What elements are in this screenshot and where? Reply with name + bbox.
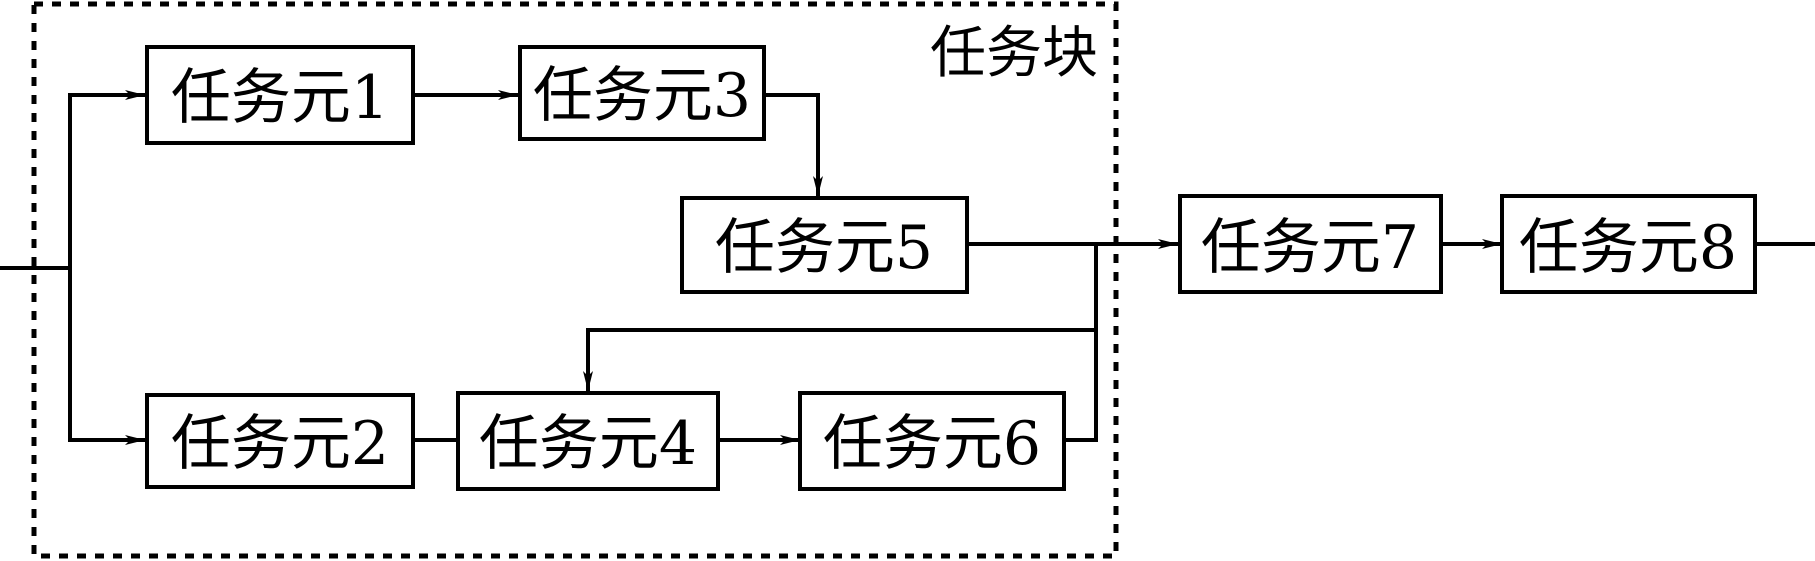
edge-input-u2 <box>68 268 145 445</box>
task-unit-2: 任务元2 <box>145 393 415 489</box>
task-unit-6: 任务元6 <box>798 391 1066 491</box>
task-unit-8-label: 任务元8 <box>1519 213 1737 283</box>
task-unit-4-label: 任务元4 <box>479 409 697 479</box>
edge-feedback-u4 <box>583 328 1096 391</box>
task-unit-6-label: 任务元6 <box>823 409 1041 479</box>
task-unit-7-label: 任务元7 <box>1201 213 1419 283</box>
task-unit-3: 任务元3 <box>518 45 766 141</box>
edge-u3-u5 <box>764 93 823 196</box>
task-unit-1: 任务元1 <box>145 45 415 145</box>
task-unit-2-label: 任务元2 <box>171 409 389 479</box>
task-unit-8: 任务元8 <box>1500 194 1757 294</box>
connectors <box>0 90 1815 445</box>
task-block-frame <box>31 1 1119 559</box>
task-unit-1-label: 任务元1 <box>171 63 389 133</box>
task-block-label: 任务块 <box>930 21 1098 86</box>
task-unit-3-label: 任务元3 <box>533 61 751 131</box>
task-unit-5: 任务元5 <box>680 196 969 294</box>
edge-input-u1 <box>68 90 145 268</box>
task-unit-4: 任务元4 <box>456 391 720 491</box>
task-unit-7: 任务元7 <box>1178 194 1443 294</box>
task-unit-5-label: 任务元5 <box>715 213 933 283</box>
edge-u6-junction <box>1064 244 1098 442</box>
